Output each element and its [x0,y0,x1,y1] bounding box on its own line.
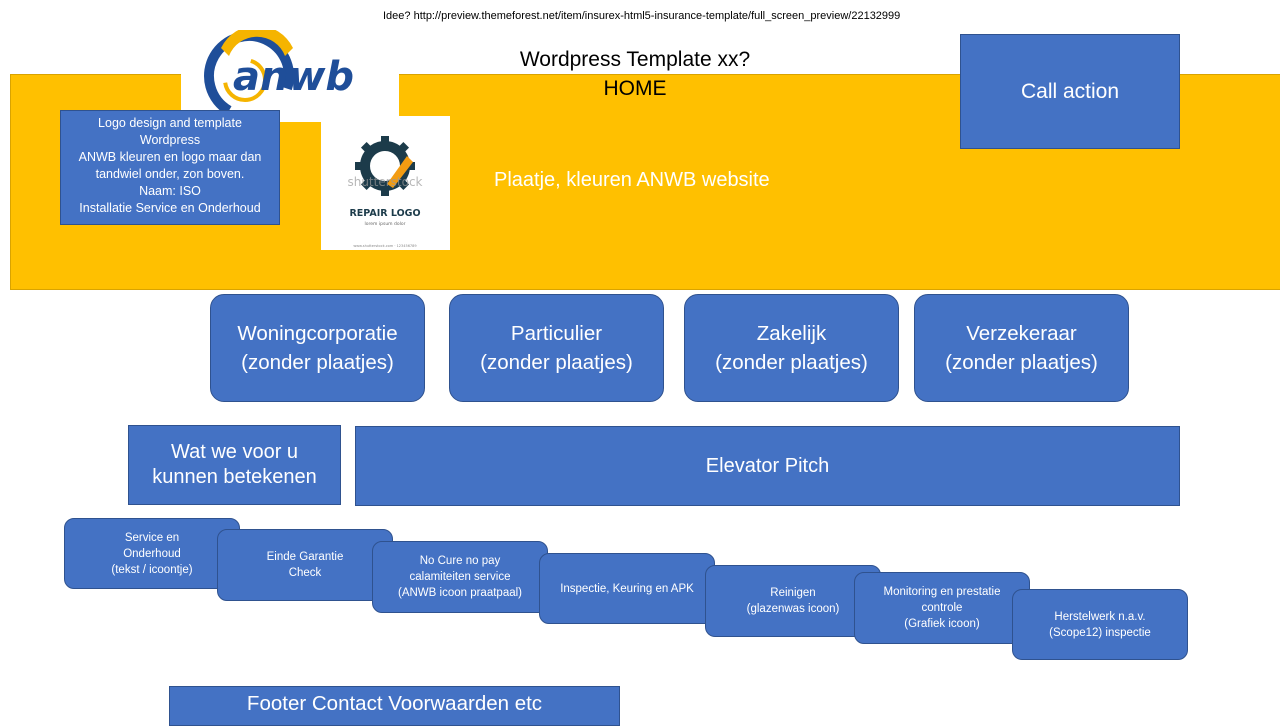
repair-logo-footer: www.shutterstock.com · 123456789 [353,244,416,248]
monitoring-card[interactable]: Monitoring en prestatie controle (Grafie… [854,572,1030,644]
segment-verzekeraar-button[interactable]: Verzekeraar (zonder plaatjes) [914,294,1129,402]
anwb-logo[interactable]: anwb [181,25,399,122]
einde-garantie-card[interactable]: Einde Garantie Check [217,529,393,601]
gear-icon: shutterstock REPAIR LOGO lorem ipsum dol… [347,136,423,248]
repair-logo-title: REPAIR LOGO [349,208,420,219]
anwb-wordmark: anwb [233,54,354,100]
watermark-text: shutterstock [347,175,422,189]
footer-bar[interactable]: Footer Contact Voorwaarden etc [169,686,620,726]
segment-woningcorporatie-button[interactable]: Woningcorporatie (zonder plaatjes) [210,294,425,402]
page-title: Wordpress Template xx? [519,48,751,71]
wat-we-kunnen-betekenen[interactable]: Wat we voor u kunnen betekenen [128,425,341,505]
call-action-button[interactable]: Call action [960,34,1180,149]
no-cure-no-pay-card[interactable]: No Cure no pay calamiteiten service (ANW… [372,541,548,613]
inspectie-keuring-card[interactable]: Inspectie, Keuring en APK [539,553,715,624]
logo-design-note: Logo design and template Wordpress ANWB … [60,110,280,225]
segment-zakelijk-button[interactable]: Zakelijk (zonder plaatjes) [684,294,899,402]
page-subtitle: HOME [603,77,667,100]
herstelwerk-card[interactable]: Herstelwerk n.a.v. (Scope12) inspectie [1012,589,1188,660]
anwb-logo-icon: anwb [204,25,354,121]
service-onderhoud-card[interactable]: Service en Onderhoud (tekst / icoontje) [64,518,240,589]
repair-logo-tagline: lorem ipsum dolor [365,221,406,227]
segment-particulier-button[interactable]: Particulier (zonder plaatjes) [449,294,664,402]
repair-logo: shutterstock REPAIR LOGO lorem ipsum dol… [321,116,450,250]
banner-caption: Plaatje, kleuren ANWB website [494,169,770,191]
elevator-pitch: Elevator Pitch [355,426,1180,506]
idea-url-text: Idee? http://preview.themeforest.net/ite… [383,10,901,22]
reinigen-card[interactable]: Reinigen (glazenwas icoon) [705,565,881,637]
